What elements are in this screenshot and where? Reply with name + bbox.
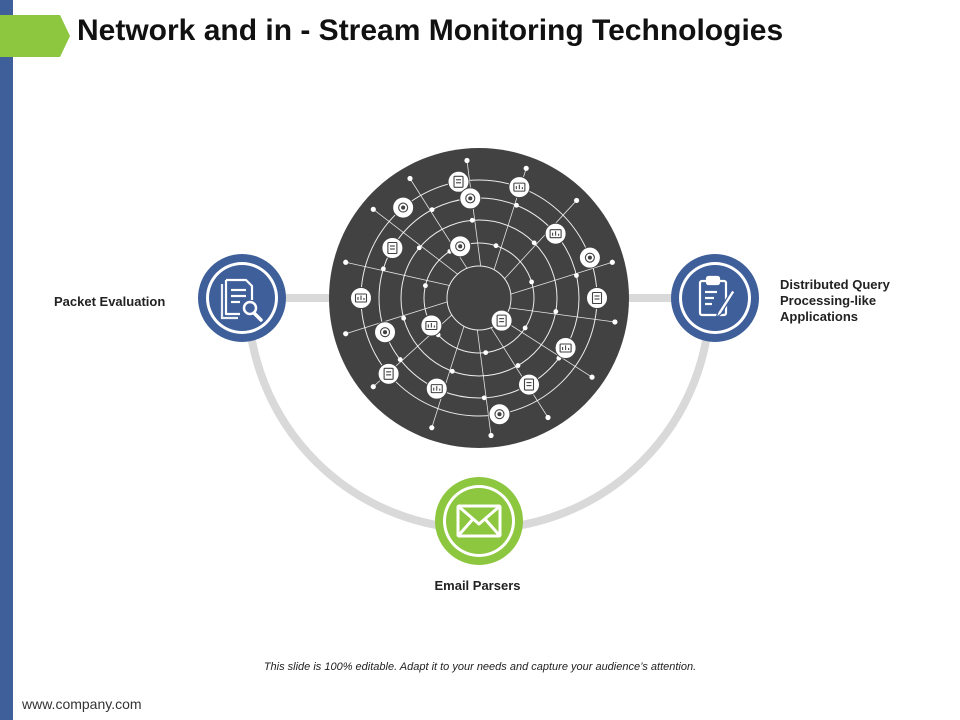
hub-spoke [373, 208, 458, 275]
hub-icon-badge [377, 362, 400, 385]
hub-glyph-icon [430, 384, 443, 394]
hub-dot [522, 325, 528, 331]
hub-spoke [345, 301, 448, 335]
hub-dot [545, 414, 551, 421]
slide-footnote: This slide is 100% editable. Adapt it to… [263, 661, 697, 673]
hub-glyph-icon [453, 175, 464, 188]
hub-dot [429, 207, 435, 213]
document-search-icon [220, 278, 263, 322]
hub-dot [553, 309, 559, 314]
hub-dot [343, 259, 349, 265]
hub-icon-badges [350, 170, 608, 426]
hub-network-lines [345, 160, 615, 436]
hub-dot [401, 315, 407, 321]
hub-glyph-icon [383, 367, 394, 380]
left-accent-bar [0, 0, 13, 720]
hub-glyph-icon [513, 182, 526, 192]
hub-spoke [504, 200, 577, 280]
hub-dot [589, 374, 595, 380]
hub-icon-badge [586, 287, 608, 309]
hub-dot [523, 165, 529, 171]
distributed-query-node [671, 254, 759, 342]
hub-dot [514, 202, 519, 208]
hub-dot [481, 395, 487, 401]
hub-dot [609, 259, 615, 265]
hub-glyph-icon [465, 193, 476, 204]
hub-dot [483, 350, 489, 355]
hub-glyph-icon [496, 314, 507, 327]
hub-dot [423, 283, 428, 289]
hub-icon-badge [447, 170, 470, 193]
hub-spoke [431, 326, 465, 428]
company-website: www.company.com [22, 696, 142, 712]
hub-glyph-icon [559, 343, 572, 353]
hub-dot [529, 279, 534, 285]
hub-glyph-icon [455, 241, 466, 252]
hub-glyph-icon [354, 293, 368, 303]
hub-spoke [502, 319, 593, 378]
hub-spoke [476, 329, 492, 436]
distributed-query-label-line-3: Applications [780, 309, 859, 324]
hub-icon-badge [490, 309, 513, 332]
hub-dots [343, 157, 618, 439]
hub-glyph-icon [591, 291, 603, 305]
hub-dot [488, 432, 494, 439]
hub-glyph-icon [398, 202, 409, 213]
slide-title: Network and in - Stream Monitoring Techn… [77, 14, 784, 47]
hub-glyph-icon [523, 378, 535, 391]
hub-spoke [466, 160, 482, 267]
email-parsers-label: Email Parsers [434, 578, 521, 593]
clipboard-pen-icon [698, 275, 736, 320]
hub-dot [397, 357, 403, 362]
hub-spoke [510, 261, 613, 295]
distributed-query-label: Distributed Query Processing-like Applic… [780, 277, 930, 325]
hub-icon-badge [518, 373, 540, 396]
hub-glyph-icon [425, 320, 438, 331]
hub-dot [469, 217, 475, 223]
hub-dot [429, 425, 435, 431]
hub-dot [515, 363, 521, 368]
hub-dot [370, 384, 376, 390]
title-accent-tab [0, 15, 70, 57]
hub-glyph-icon [379, 327, 391, 338]
hub-spoke [509, 307, 615, 323]
hub-dot [407, 175, 413, 182]
hub-spoke [345, 261, 450, 286]
email-parsers-node [435, 477, 523, 565]
hub-glyph-icon [584, 252, 595, 263]
hub-dot [493, 243, 499, 249]
distributed-query-label-line-1: Distributed Query [780, 277, 890, 292]
hub-dot [380, 266, 386, 272]
distributed-query-label-line-2: Processing-like [780, 293, 877, 308]
hub-dot [449, 368, 455, 374]
hub-spoke [490, 327, 549, 418]
hub-glyph-icon [494, 409, 505, 420]
hub-dot [370, 206, 376, 212]
envelope-icon [456, 504, 502, 538]
hub-dot [574, 273, 579, 278]
hub-dot [612, 319, 618, 325]
packet-evaluation-node [198, 254, 286, 342]
hub-dot [464, 157, 470, 164]
network-hub [329, 148, 629, 448]
hub-dot [343, 331, 349, 337]
packet-evaluation-label: Packet Evaluation [54, 294, 166, 309]
hub-dot [531, 240, 537, 246]
hub-glyph-icon [387, 241, 398, 255]
hub-dot [416, 245, 422, 251]
hub-dot [573, 197, 580, 204]
hub-glyph-icon [549, 229, 562, 239]
hub-icon-badge [381, 237, 404, 259]
